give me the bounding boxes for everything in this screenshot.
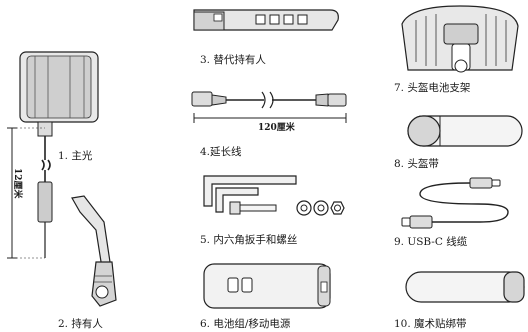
- part-label-5: 5. 内六角扳手和螺丝: [200, 234, 298, 246]
- part-label-3: 3. 替代持有人: [200, 54, 266, 66]
- part-label-9: 9. USB-C 线缆: [394, 236, 468, 248]
- extension-cable-length: 120厘米: [258, 123, 295, 133]
- part-label-8: 8. 头盔带: [394, 158, 439, 170]
- part-label-10: 10. 魔术贴绑带: [394, 318, 467, 330]
- part-label-7: 7. 头盔电池支架: [394, 82, 471, 94]
- part-label-2: 2. 持有人: [58, 318, 103, 330]
- part-label-6: 6. 电池组/移动电源: [200, 318, 291, 330]
- part-label-1: 1. 主光: [58, 150, 93, 162]
- part-label-4: 4.延长线: [200, 146, 242, 158]
